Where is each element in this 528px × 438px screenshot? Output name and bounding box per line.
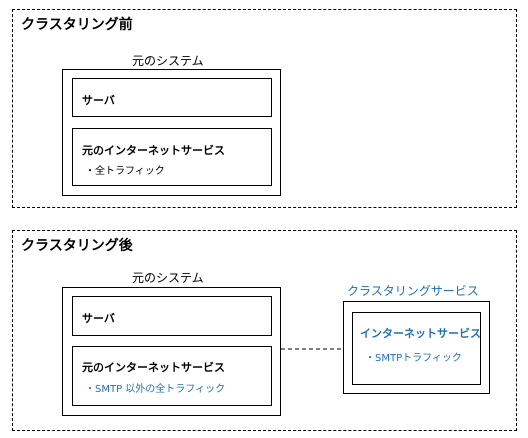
cluster-service-title: クラスタリングサービス (347, 284, 479, 298)
before-system-title: 元のシステム (132, 54, 204, 68)
before-clustering-panel (12, 9, 517, 208)
before-service-label: 元のインターネットサービス (82, 144, 225, 157)
before-service-box: 元のインターネットサービス ・全トラフィック (72, 128, 272, 186)
after-system-title: 元のシステム (132, 271, 204, 285)
before-server-label: サーバ (82, 94, 115, 107)
after-server-box: サーバ (72, 296, 272, 336)
before-server-box: サーバ (72, 78, 272, 117)
cluster-traffic-label: ・SMTPトラフィック (365, 353, 462, 364)
after-service-box: 元のインターネットサービス ・SMTP 以外の全トラフィック (72, 346, 272, 406)
after-traffic-label: ・SMTP 以外の全トラフィック (85, 384, 226, 395)
dashed-connector (281, 348, 343, 350)
after-clustering-panel (12, 230, 517, 431)
cluster-service-label: インターネットサービス (360, 327, 481, 340)
after-server-label: サーバ (82, 312, 115, 325)
cluster-service-inner-box: インターネットサービス ・SMTPトラフィック (352, 312, 481, 385)
before-clustering-title: クラスタリング前 (21, 17, 133, 33)
after-clustering-title: クラスタリング後 (21, 238, 133, 254)
before-traffic-label: ・全トラフィック (85, 166, 165, 177)
after-service-label: 元のインターネットサービス (82, 361, 225, 374)
